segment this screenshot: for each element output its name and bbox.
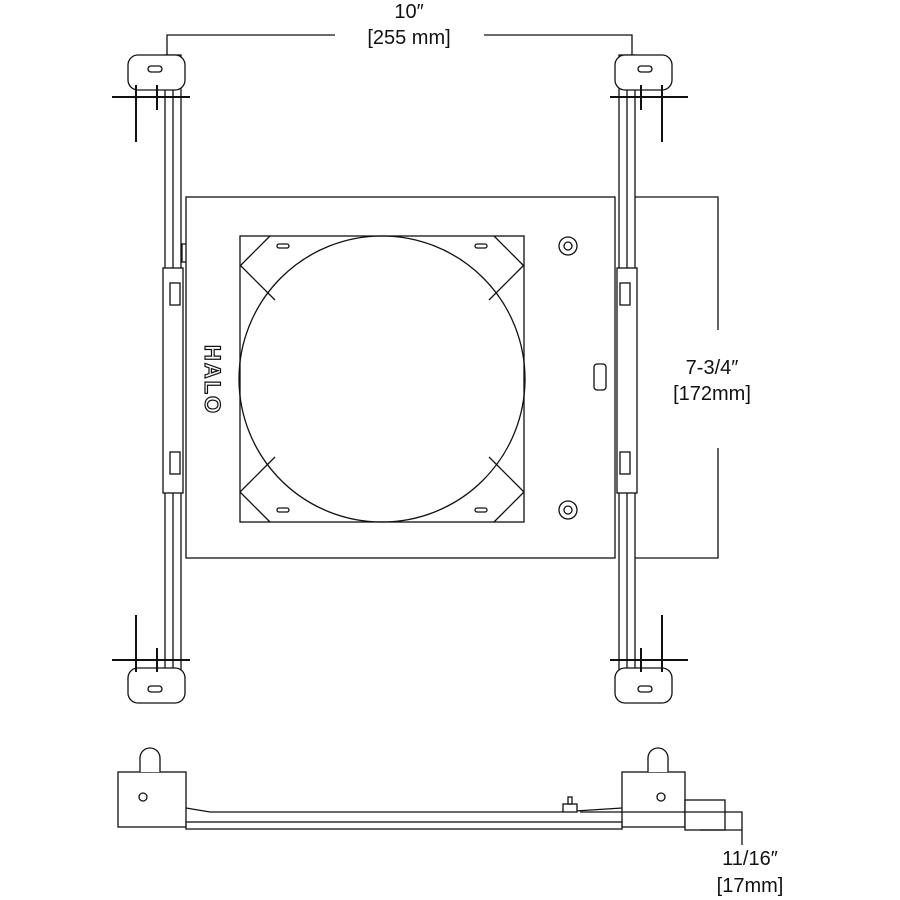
depth-metric-label: [17mm] <box>706 874 794 898</box>
height-imperial-label: 7-3/4″ <box>660 356 764 380</box>
right-hanger-bar <box>616 54 638 701</box>
mounting-plate <box>185 196 616 559</box>
width-dimension-line <box>166 34 633 62</box>
height-dimension-line <box>620 196 719 559</box>
depth-imperial-label: 11/16″ <box>710 847 790 871</box>
side-view <box>117 747 726 831</box>
depth-dimension-line <box>580 811 743 845</box>
width-metric-label: [255 mm] <box>350 26 468 50</box>
width-imperial-label: 10″ <box>360 0 458 24</box>
corner-brackets <box>112 54 688 704</box>
height-metric-label: [172mm] <box>660 382 764 406</box>
halo-logo: HALO <box>200 345 225 415</box>
